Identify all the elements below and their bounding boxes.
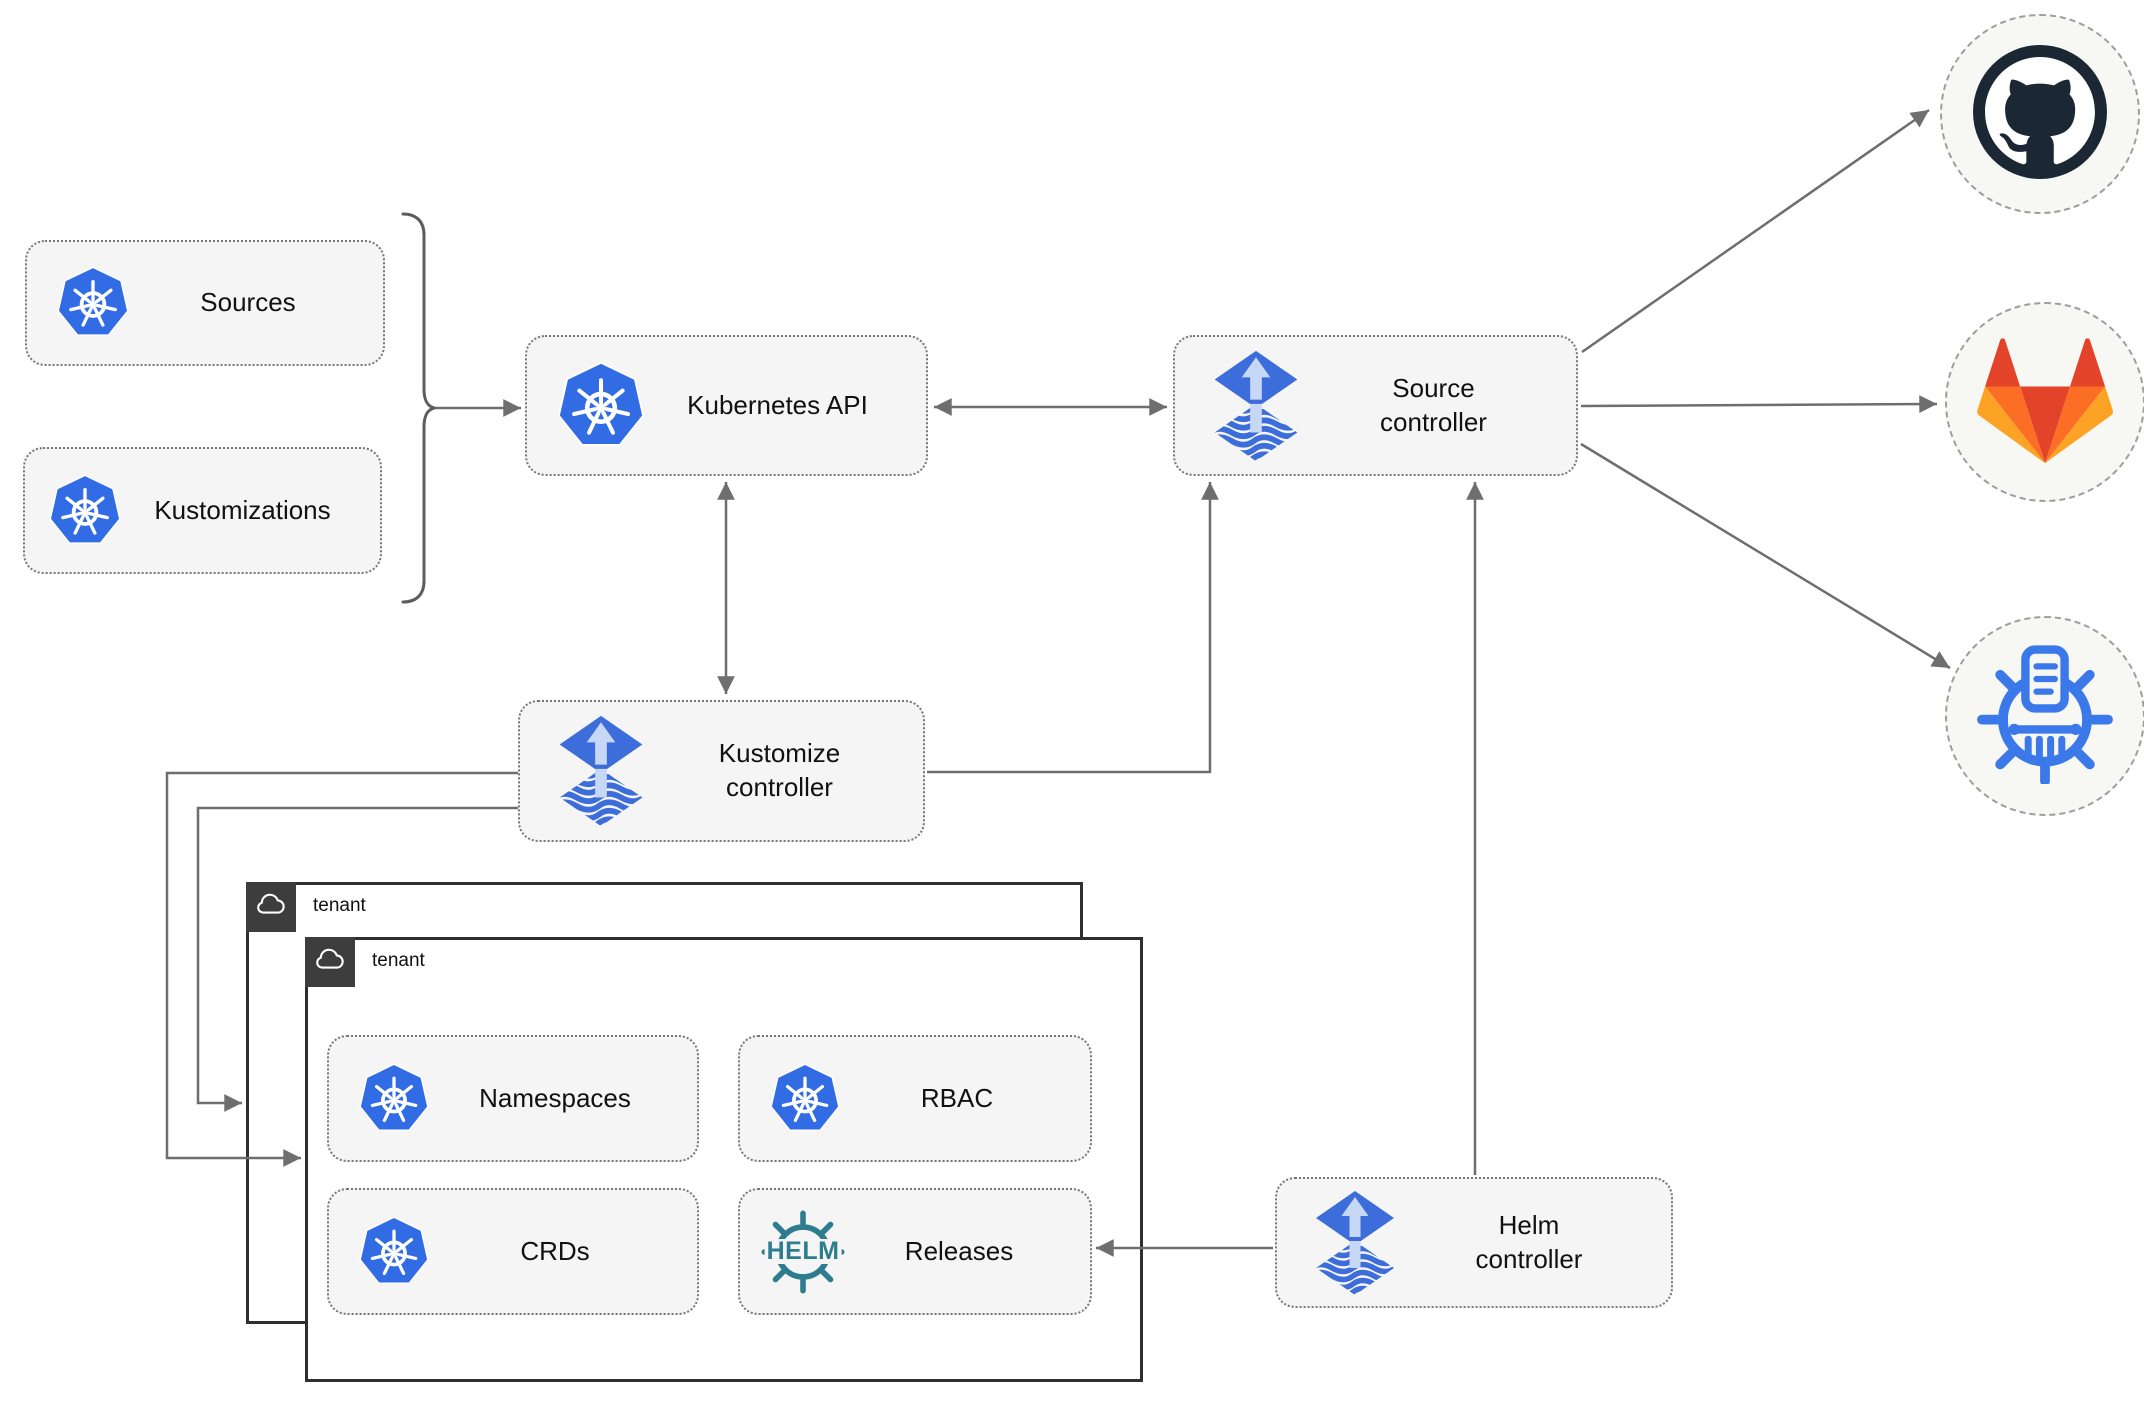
source-controller-label: Source controller — [1309, 372, 1576, 440]
kustomizations-label: Kustomizations — [154, 494, 331, 525]
kustomize-controller-text: Kustomize controller — [718, 738, 841, 802]
helm-wordmark: HELM — [764, 1236, 842, 1265]
github-endpoint — [1940, 14, 2140, 214]
chartmuseum-endpoint — [1945, 616, 2144, 816]
crds-label: CRDs — [520, 1235, 590, 1266]
source-controller-node: Source controller — [1173, 335, 1578, 476]
helm-controller-label: Helm controller — [1405, 1209, 1671, 1277]
kubernetes-api-node: Kubernetes API — [525, 335, 928, 476]
kubernetes-icon — [55, 265, 131, 341]
kubernetes-icon — [47, 473, 123, 549]
kubernetes-icon — [768, 1062, 842, 1136]
github-icon — [1973, 45, 2107, 184]
brace-sources-group — [401, 212, 440, 604]
arrow-source-to-github — [1581, 108, 1930, 354]
helm-icon: HELM — [760, 1209, 846, 1295]
cloud-icon — [313, 947, 347, 977]
source-controller-text: Source controller — [1380, 372, 1487, 437]
tenant-outer-label: tenant — [313, 895, 366, 916]
tenant-inner-badge — [305, 937, 355, 987]
kustomize-controller-label: Kustomize controller — [654, 737, 923, 805]
kubernetes-icon — [357, 1215, 431, 1289]
sources-label: Sources — [200, 287, 296, 318]
releases-label: Releases — [904, 1235, 1014, 1266]
kubernetes-icon — [357, 1062, 431, 1136]
releases-node: HELM Releases — [738, 1188, 1092, 1315]
namespaces-node: Namespaces — [327, 1035, 699, 1162]
gitlab-icon — [1977, 335, 2113, 470]
arrow-kustomize-to-source — [927, 482, 1219, 774]
rbac-label: RBAC — [920, 1082, 994, 1113]
kustomizations-node: Kustomizations — [23, 447, 382, 574]
helm-controller-text: Helm controller — [1475, 1209, 1583, 1274]
kubernetes-icon — [555, 360, 647, 452]
tenant-outer-badge — [246, 882, 296, 932]
gitlab-endpoint — [1945, 302, 2144, 502]
arrow-source-to-gitlab — [1580, 395, 1938, 413]
kustomize-controller-node: Kustomize controller — [518, 700, 925, 842]
chartmuseum-icon — [1975, 644, 2115, 789]
namespaces-label: Namespaces — [479, 1082, 631, 1113]
cloud-icon — [254, 892, 288, 922]
arrow-source-to-chartmuseum — [1580, 442, 1951, 670]
flux-icon — [1305, 1190, 1405, 1296]
flux-icon — [1203, 350, 1309, 462]
crds-node: CRDs — [327, 1188, 699, 1315]
kubernetes-api-label: Kubernetes API — [687, 389, 868, 420]
flux-icon — [548, 715, 654, 827]
sources-node: Sources — [25, 240, 385, 366]
helm-controller-node: Helm controller — [1275, 1177, 1673, 1308]
rbac-node: RBAC — [738, 1035, 1092, 1162]
tenant-inner-label: tenant — [372, 950, 425, 971]
